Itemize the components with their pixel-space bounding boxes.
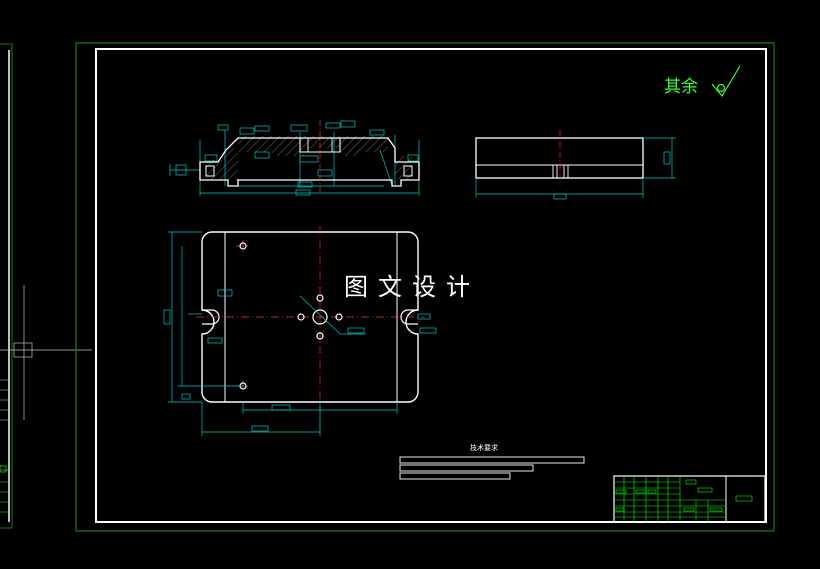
title-block — [613, 475, 766, 523]
drilled-hole-icon — [239, 242, 343, 390]
side-view — [475, 130, 676, 200]
adjacent-sheet-fragment — [0, 43, 92, 529]
top-view — [163, 226, 437, 436]
watermark-text: 图文设计 — [344, 273, 480, 301]
front-section-view — [169, 120, 420, 196]
tech-requirements-block — [399, 456, 585, 480]
drawing-border — [95, 48, 767, 523]
tech-requirements-title: 技术要求 — [470, 444, 498, 452]
roughness-note: 其余 — [664, 77, 698, 97]
u-slot-icon — [202, 309, 418, 325]
roughness-symbol-icon — [711, 65, 741, 98]
outer-sheet-frame — [75, 42, 775, 532]
